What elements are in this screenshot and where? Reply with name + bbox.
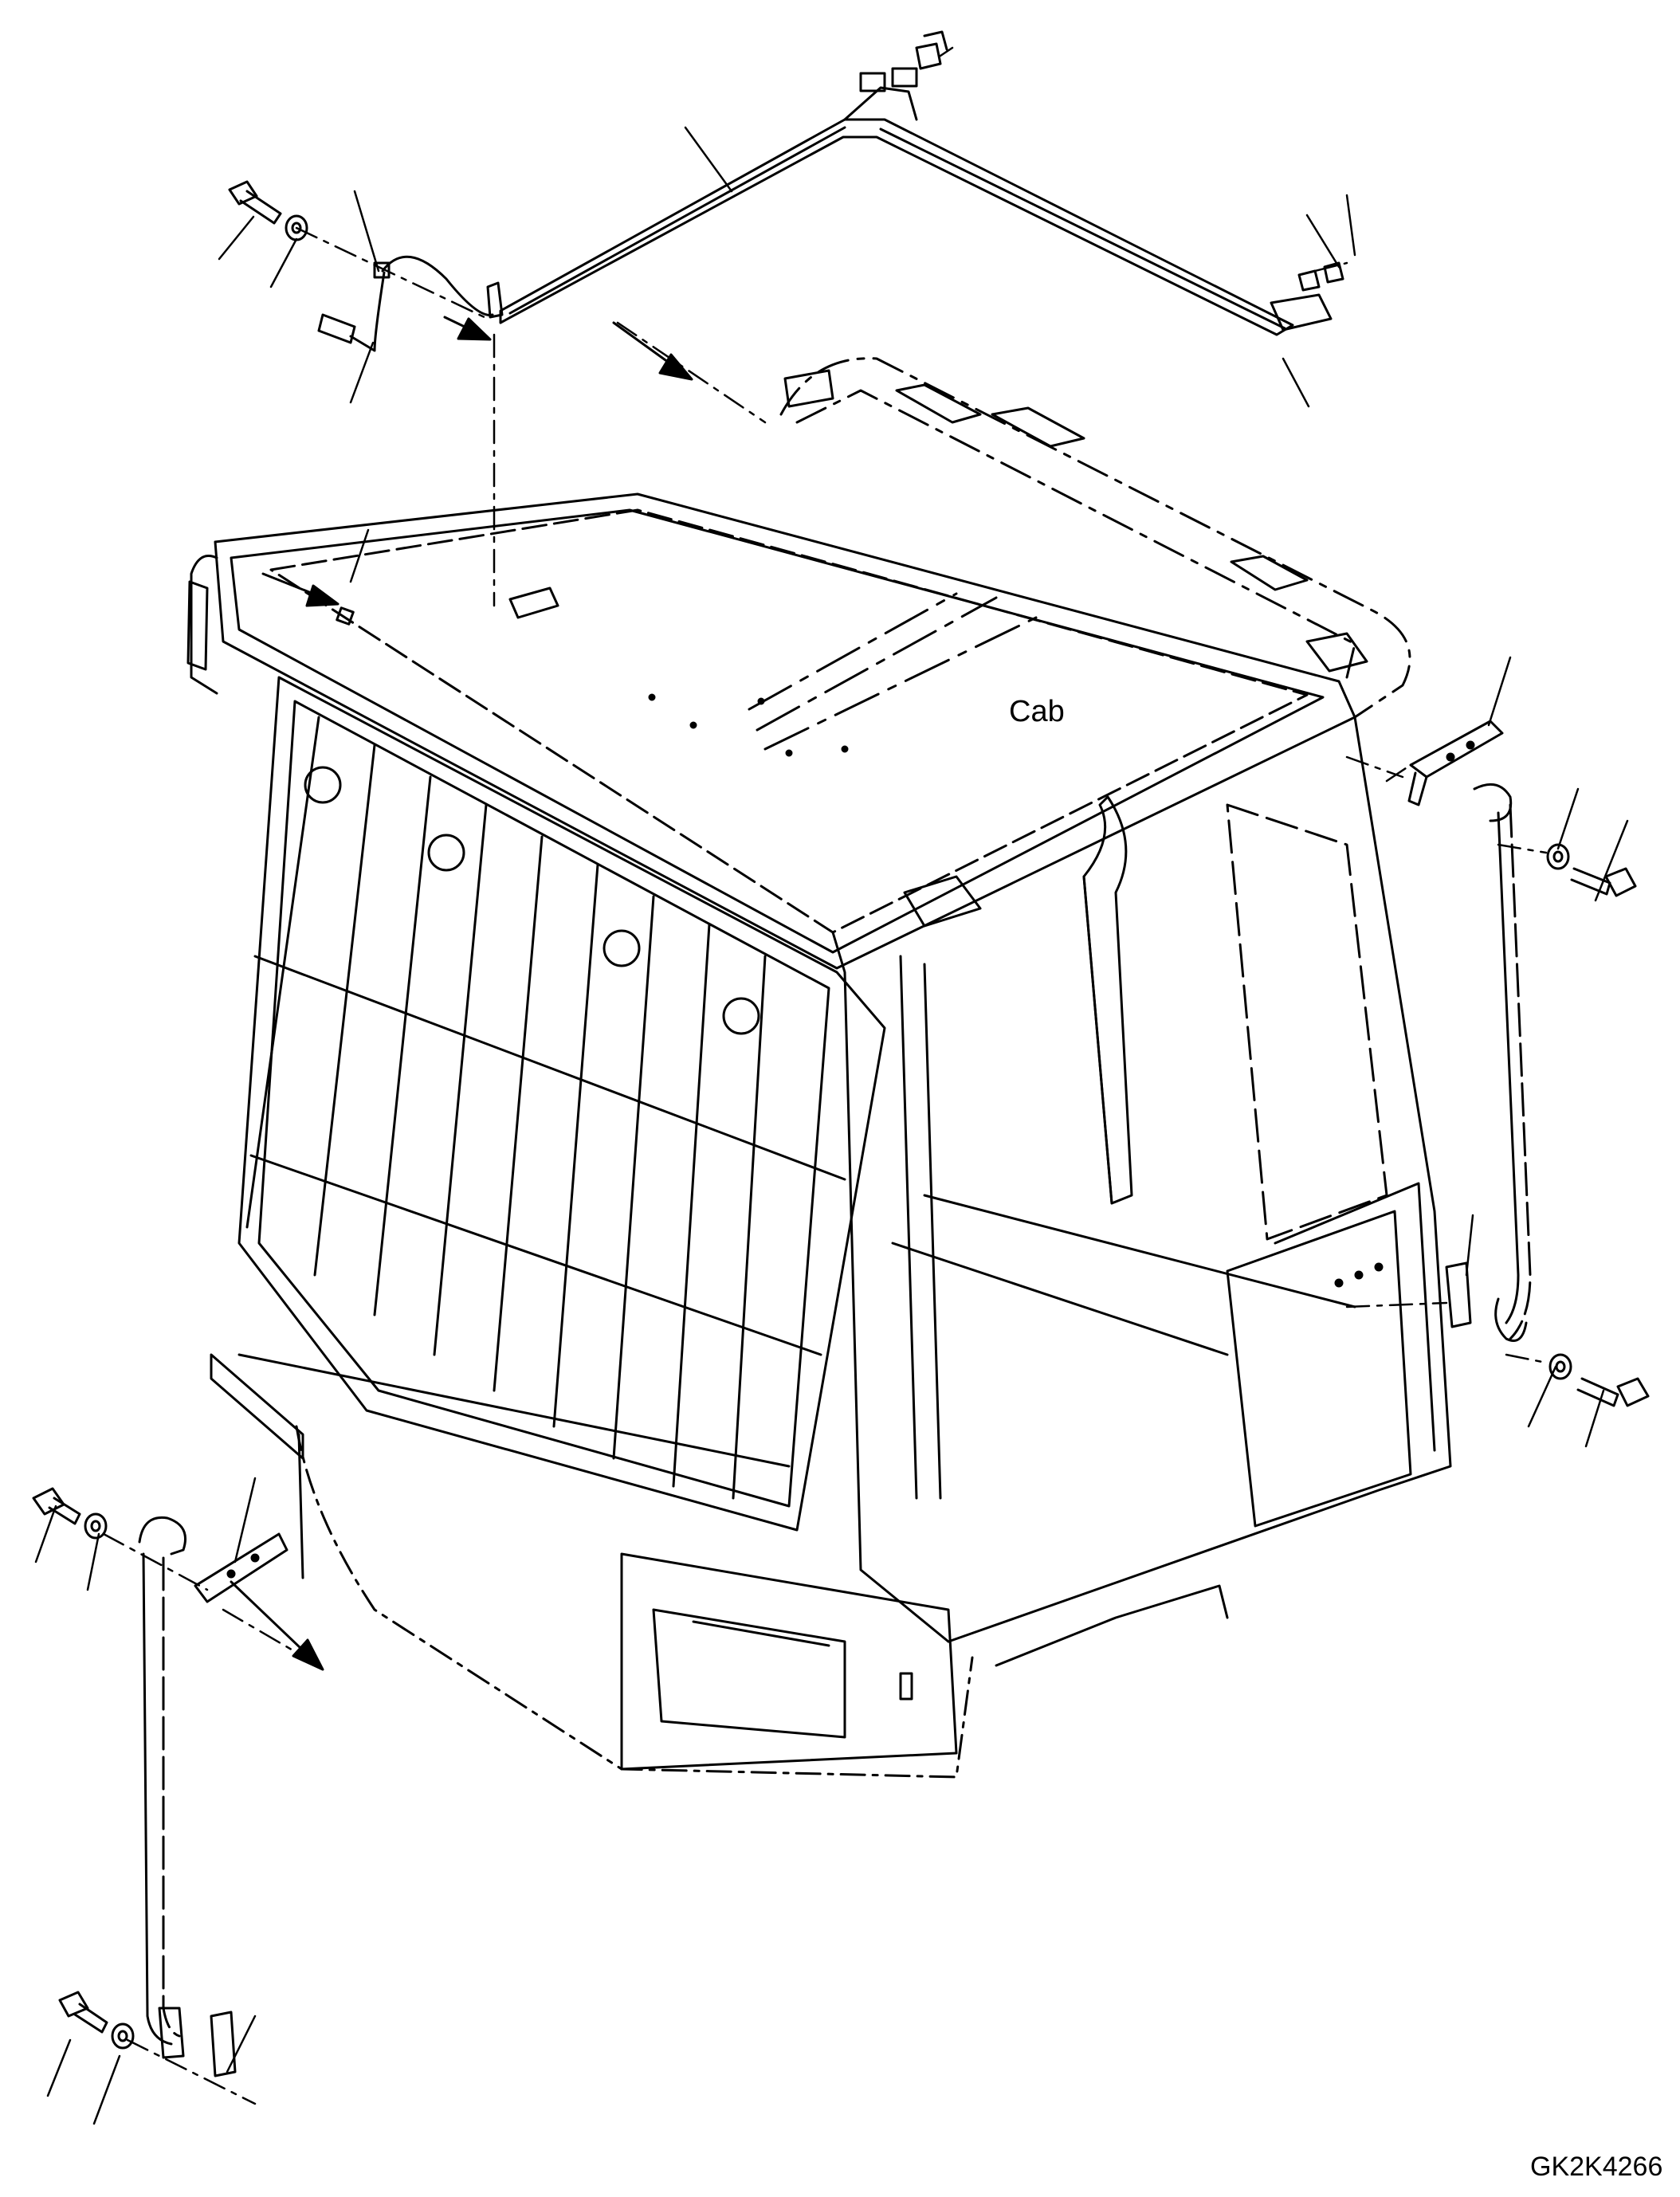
mounting-studs: [648, 693, 1384, 1288]
roof-wiring-harness: [486, 30, 1344, 336]
harness-pigtail: [317, 255, 494, 352]
front-window-guard: [210, 676, 886, 1532]
drawing-code: GK2K4266: [1530, 2152, 1663, 2182]
cab-label: Cab: [1009, 695, 1065, 728]
right-upper-bracket: [1407, 720, 1532, 1342]
cab-body: [831, 716, 1452, 1643]
bolt-right-upper: [1546, 843, 1637, 897]
part-leader-lines: [34, 126, 1629, 2125]
left-lower-bracket: [32, 1487, 289, 2077]
bolt-left-lower: [58, 1991, 135, 2050]
assembly-arrows: [230, 316, 693, 1671]
assembly-center-lines: [102, 46, 1548, 2105]
roof-surface-markings: [748, 592, 1038, 751]
cab-lower-skirt: [295, 1425, 1229, 1779]
right-lower-bracket: [1445, 1261, 1650, 1407]
cab-roof-frame: [186, 357, 1411, 970]
